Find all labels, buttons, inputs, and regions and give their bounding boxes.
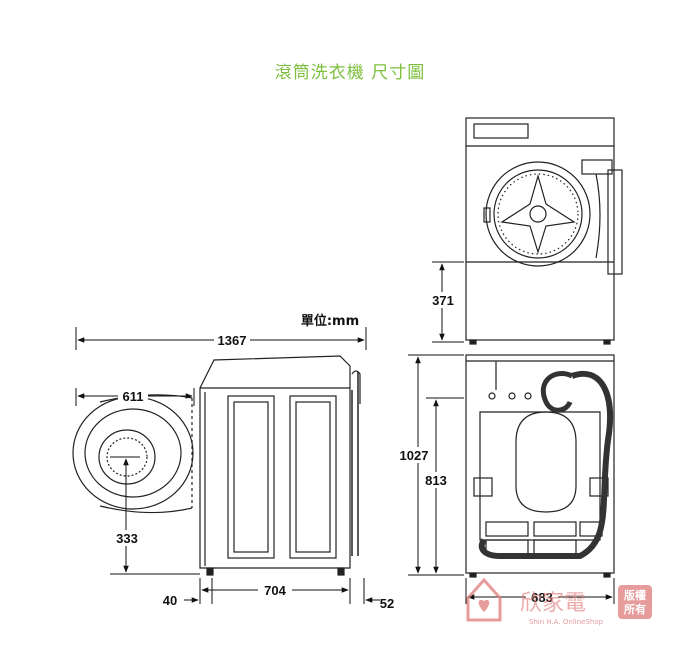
side-view [72, 355, 361, 576]
watermark-badge [618, 585, 652, 619]
dim-body-height: 813 [425, 473, 447, 488]
unit-label: 單位:mm [301, 313, 359, 329]
dim-door-center-height: 333 [116, 531, 138, 546]
side-cabinet [199, 355, 361, 576]
watermark-subtitle: Shin H.A. OnlineShop [529, 618, 604, 626]
house-icon [466, 577, 502, 622]
dim-width: 683 [531, 590, 553, 605]
heart-icon [478, 599, 490, 612]
diagram-title: 滾筒洗衣機 尺寸圖 [274, 63, 426, 83]
dim-door-swing: 611 [123, 389, 144, 404]
front-view-bottom [465, 354, 615, 578]
door-outline [72, 394, 194, 514]
dim-rear-offset: 52 [380, 596, 394, 611]
watermark: 欣家電 版權 所有 Shin H.A. OnlineShop [466, 577, 652, 626]
dim-body-depth: 704 [264, 583, 286, 598]
dim-foot-offset: 40 [163, 593, 177, 608]
front-view-top [465, 117, 623, 345]
dim-stack-base-height: 371 [432, 293, 454, 308]
dim-total-depth: 1367 [218, 333, 247, 348]
watermark-brand: 欣家電 [520, 591, 586, 616]
dim-total-height: 1027 [400, 448, 429, 463]
watermark-badge-line1: 版權 [624, 588, 646, 602]
watermark-badge-line2: 所有 [624, 602, 646, 616]
